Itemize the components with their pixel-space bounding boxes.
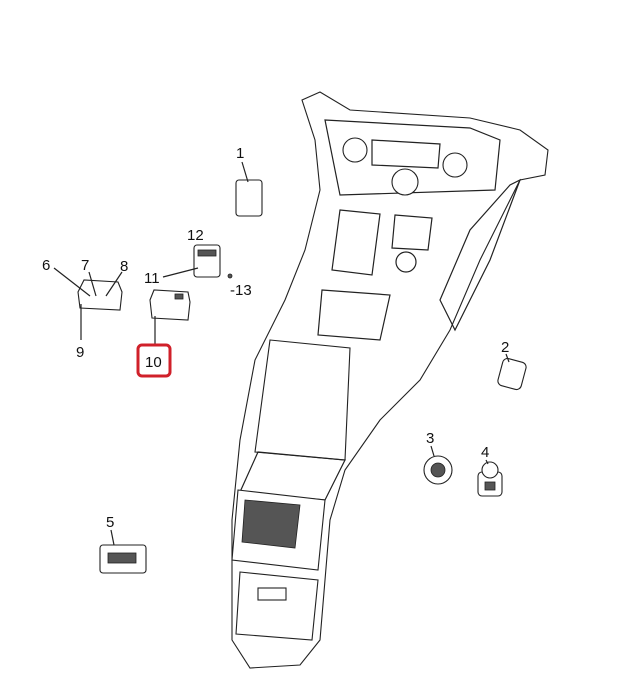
callout-5: 5 <box>106 514 114 531</box>
part-3-outlet <box>423 445 453 485</box>
callout-1: 1 <box>236 145 244 162</box>
center-console <box>231 91 549 669</box>
callout-12: 12 <box>187 227 204 244</box>
part-13-clip <box>227 273 233 279</box>
callout-4: 4 <box>481 444 489 461</box>
part-4-outlet <box>477 459 503 497</box>
callout-11: 11 <box>144 270 160 287</box>
part-10-switch <box>149 289 191 345</box>
callout-9: 9 <box>76 344 84 361</box>
part-5-switch <box>99 529 147 574</box>
callout-2: 2 <box>501 339 509 356</box>
callout-3: 3 <box>426 430 434 447</box>
part-11-12-switch <box>162 244 221 278</box>
part-1-switch <box>235 161 263 217</box>
callout-13: -13 <box>230 282 252 299</box>
part-2-usb <box>497 353 527 391</box>
callout-7: 7 <box>81 257 89 274</box>
highlight-box <box>136 343 172 378</box>
part-6-9-switch-bank <box>53 267 123 340</box>
callout-8: 8 <box>120 258 128 275</box>
callout-10[interactable]: 10 <box>145 354 162 371</box>
callout-6: 6 <box>42 257 50 274</box>
